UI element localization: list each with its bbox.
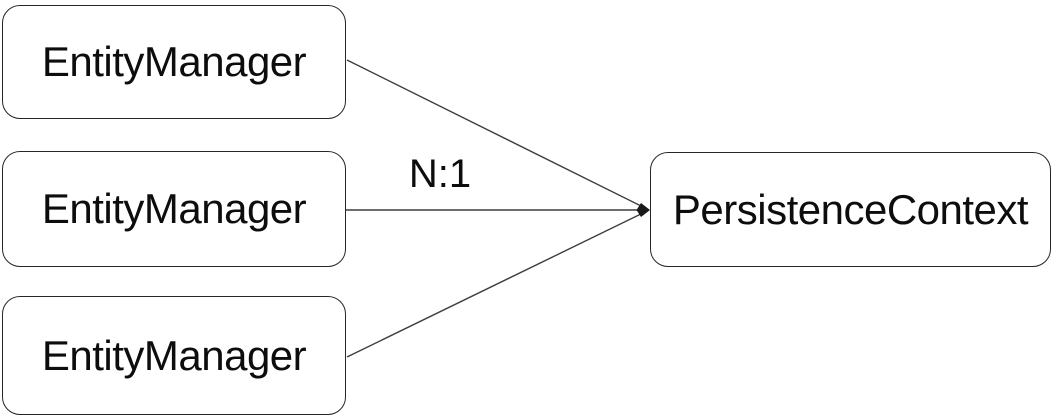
- node-entity-manager-3: EntityManager: [2, 296, 346, 415]
- node-persistence-context: PersistenceContext: [650, 152, 1051, 267]
- node-entity-manager-1: EntityManager: [2, 5, 346, 119]
- edge-cardinality-label: N:1: [408, 152, 472, 196]
- node-entity-manager-1-label: EntityManager: [41, 38, 307, 85]
- connector-line-top: [346, 59, 644, 208]
- node-persistence-context-label: PersistenceContext: [672, 185, 1029, 233]
- node-entity-manager-3-label: EntityManager: [41, 331, 307, 379]
- arrowhead-icon: [636, 203, 650, 217]
- node-entity-manager-2-label: EntityManager: [41, 185, 307, 232]
- node-entity-manager-2: EntityManager: [2, 151, 346, 267]
- connector-line-bottom: [346, 212, 644, 358]
